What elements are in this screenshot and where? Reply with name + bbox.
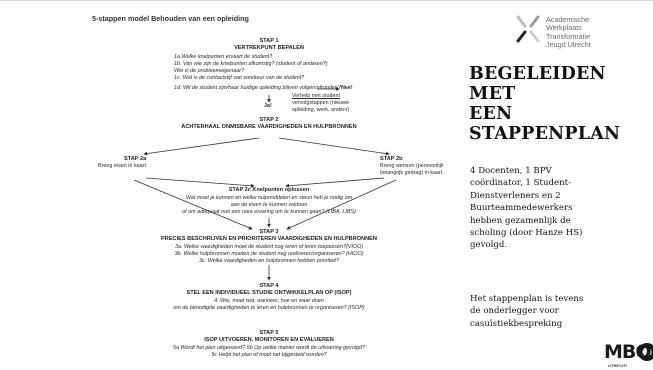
academische-werkplaats-logo-icon [516,15,540,43]
stap5-line-2: 5c Helpt het plan of moet het bijgesteld… [211,352,327,358]
body1-line-3: Dienstverleners en 2 [470,190,561,201]
stap1-line-1d: 1d. Wil de student zijn/haar huidige opl… [174,85,341,91]
stap3-line-3c: 3c. Welke vaardigheden en hulpbronnen he… [199,258,339,264]
body-paragraph-2: Het stappenplan is tevens de onderlegger… [470,293,632,330]
stap5-label: STAP 5 [259,330,279,336]
title-line-2: EEN [469,104,513,124]
logo-line-1: Academische [546,15,590,24]
stap4-heading: STEL EEN INDIVIDUEEL STUDIE ONTWIKKELPLA… [186,290,352,296]
body1-line-6: scholing (door Hanze HS) [470,228,583,239]
stap1-line-1c: 1c. Wat is de contactstijl van voorkeur … [174,75,305,81]
stap1-ja-label: Ja! [264,103,272,109]
stap2a-label: STAP 2a [124,156,147,162]
mbo-logo-sub: UTRECHT [608,364,628,368]
body2-line-1: Het stappenplan is tevens [470,294,584,304]
mbo-utrecht-logo: MBO UTRECHT [602,338,653,370]
logo-line-4: Jeugd Utrecht [546,40,591,50]
body2-line-3: casuïstiekbespreking [470,318,563,329]
stap4-line-2: om de benodigde vaardigheden te leren en… [173,305,365,311]
mbo-logo-mark: MBO [604,341,652,363]
arrow-to-2b [278,137,390,156]
body1-line-1: 4 Docenten, 1 BPV [470,166,552,176]
title-line-3: STAPPENPLAN [469,124,621,144]
stap4-line-1: 4. Wie, moet wat, wanneer, hoe en waar d… [214,298,324,304]
stap2b-line-2: belangrijk gedrag) in kaart. [380,170,444,176]
diagram-title: 5-stappen model Behouden van een opleidi… [92,14,249,23]
mbo-logo-shape-icon [602,338,653,370]
stap2-label: STAP 2 [259,117,279,123]
arrow-2b-2c [285,177,385,188]
stap1-nee-line-2: vervolgstappen (nieuwe [292,100,349,106]
arrow-2a-3 [133,179,253,230]
logo-text: Academische Werkplaats Transformatie Jeu… [546,15,591,50]
body1-line-7: gevolgd. [470,240,508,251]
stap2-heading: ACHTERHAAL ONMISBARE VAARDIGHEDEN EN HUL… [181,124,357,130]
stap2c-label: STAP 2c Knelpunten oplossen [228,187,310,193]
body1-line-4: Buurteammedewerkers [470,203,573,214]
stap1-line-owner: Wie is de probleemeigenaar? [174,68,245,74]
top-divider [0,0,653,1]
arrow-2a-2c [145,177,255,188]
title-line-1: BEGELEIDEN MET [469,64,606,104]
stappen-diagram: 5-stappen model Behouden van een opleidi… [84,10,454,368]
body-paragraph-1: 4 Docenten, 1 BPV coördinator, 1 Student… [470,165,632,252]
logo-line-3: Transformatie [546,31,591,41]
slide-title: BEGELEIDEN MET EEN STAPPENPLAN [469,64,649,144]
stap1-heading: VERTREKPUNT BEPALEN [234,45,304,51]
body1-line-5: hebben gezamenlijk de [470,215,571,226]
stap2c-line-2: aan de eisen te kunnen voldoen [230,202,308,208]
stap1-label: STAP 1 [259,38,279,44]
stap5-heading: ISOP UITVOEREN, MONITOREN EN EVALUEREN [204,337,334,343]
stap2c-line-3: of om adequaat met een nare ervaring om … [182,209,356,215]
stap3-line-3b: 3b. Welke hulpbronnen moeten de student … [174,251,364,257]
stap1-nee-line-1: Verhelp met student [292,93,340,99]
logo-line-2: Werkplaats [546,23,582,33]
stap1-nee-line-3: opleiding, werk, anders) [292,107,350,113]
stap3-heading: PRECIES BESCHRIJVEN EN PRIORITEREN VAARD… [161,236,377,242]
stap2b-line-1: Breng wensen (persoonlijk [380,163,444,169]
arrow-2b-3 [286,179,397,230]
stap1-line-1a: 1a.Welke knelpunten ervaart de student? [174,54,273,60]
stap2a-text: Breng eisen in kaart. [98,163,148,169]
arrow-to-2a [143,137,260,156]
diagram-arrows [133,87,397,281]
stap2c-line-1: Wat moet je kunnen en welke hulpmiddelen… [185,195,353,201]
body2-line-2: de onderlegger voor [470,306,559,317]
stap1-nee-label: Nee! [341,85,353,91]
stap1-line-1b: 1b. Van wie zijn de knelpunten afkomstig… [174,61,328,67]
stap4-label: STAP 4 [259,283,279,289]
body1-line-2: coördinator, 1 Student- [470,178,571,189]
stap2b-label: STAP 2b [380,156,403,162]
stap3-label: STAP 3 [259,229,279,235]
stap3-line-3a: 3a. Welke vaardigheden moet de student n… [174,244,364,250]
stap5-line-1: 5a Wordt het plan uitgevoerd? 5b Op welk… [172,345,366,351]
